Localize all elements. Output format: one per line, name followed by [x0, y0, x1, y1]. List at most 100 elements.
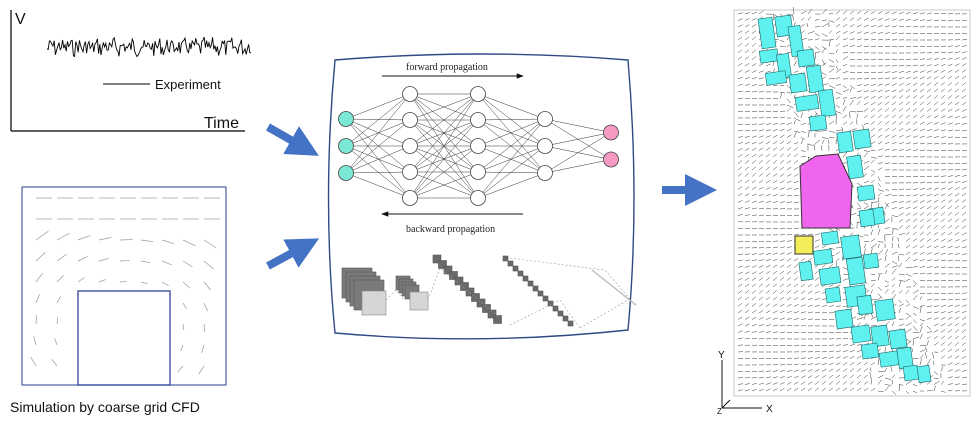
velocity-vector — [926, 336, 931, 340]
velocity-vector — [912, 231, 917, 236]
velocity-vector — [828, 387, 833, 392]
velocity-vector — [947, 383, 953, 385]
velocity-vector — [905, 206, 911, 210]
velocity-vector — [856, 31, 862, 34]
velocity-vector — [856, 381, 862, 385]
velocity-vector — [828, 356, 834, 359]
velocity-vector — [765, 123, 771, 125]
velocity-vector — [793, 318, 799, 320]
velocity-vector — [884, 155, 890, 158]
velocity-vector — [926, 70, 932, 73]
velocity-vector — [751, 123, 758, 125]
velocity-vector — [891, 195, 897, 197]
velocity-vector — [779, 270, 785, 275]
cfd-vector — [203, 302, 208, 312]
building-footprint — [817, 88, 837, 118]
velocity-vector — [786, 369, 792, 372]
velocity-vector — [912, 390, 918, 394]
hidden-neuron — [402, 112, 418, 128]
velocity-vector — [947, 310, 953, 314]
building-footprint — [812, 248, 834, 266]
velocity-vector — [835, 113, 838, 119]
velocity-vector — [926, 128, 932, 132]
cnn-connector — [385, 289, 405, 301]
velocity-vector — [933, 360, 935, 366]
velocity-vector — [835, 228, 840, 231]
velocity-vector — [884, 280, 889, 283]
velocity-vector — [737, 383, 743, 385]
cfd-vector — [140, 281, 148, 285]
cfd-vector — [201, 344, 205, 354]
velocity-vector — [877, 192, 882, 197]
velocity-vector — [877, 274, 881, 281]
velocity-vector — [786, 107, 791, 112]
velocity-vector — [772, 258, 778, 262]
velocity-vector — [912, 325, 918, 332]
velocity-vector — [786, 187, 792, 190]
velocity-vector — [751, 265, 757, 268]
velocity-vector — [877, 375, 884, 379]
cfd-vector — [56, 232, 70, 241]
velocity-vector — [793, 264, 799, 268]
velocity-vector — [800, 156, 806, 158]
velocity-vector — [933, 187, 939, 190]
velocity-vector — [905, 11, 911, 15]
velocity-vector — [912, 212, 918, 216]
velocity-vector — [849, 349, 855, 353]
velocity-vector — [919, 245, 925, 249]
velocity-vector — [898, 194, 904, 197]
result-z-axis — [721, 399, 731, 409]
velocity-vector — [786, 13, 793, 16]
velocity-vector — [926, 331, 933, 333]
feature-map-3 — [487, 309, 497, 319]
velocity-vector — [779, 382, 785, 385]
velocity-vector — [891, 18, 897, 21]
velocity-vector — [905, 322, 912, 327]
velocity-vector — [751, 63, 757, 67]
velocity-vector — [947, 13, 954, 15]
velocity-vector — [919, 101, 924, 106]
velocity-vector — [793, 187, 799, 190]
velocity-vector — [744, 135, 750, 138]
velocity-vector — [828, 305, 834, 307]
cfd-panel: Simulation by coarse grid CFD — [10, 186, 227, 415]
velocity-vector — [821, 368, 827, 372]
velocity-vector — [961, 355, 967, 359]
velocity-vector — [863, 108, 869, 112]
velocity-vector — [933, 136, 939, 138]
velocity-vector — [737, 344, 743, 346]
velocity-vector — [961, 130, 968, 132]
velocity-vector — [926, 311, 932, 314]
velocity-vector — [807, 357, 813, 359]
velocity-vector — [954, 260, 961, 262]
velocity-vector — [779, 173, 785, 177]
velocity-vector — [961, 123, 967, 125]
feature-map-4 — [532, 285, 539, 292]
velocity-vector — [856, 24, 862, 28]
velocity-vector — [940, 175, 946, 177]
velocity-vector — [849, 52, 856, 54]
velocity-vector — [947, 389, 953, 392]
velocity-vector — [863, 31, 869, 34]
velocity-vector — [905, 380, 912, 385]
velocity-vector — [933, 377, 939, 380]
velocity-vector — [744, 43, 749, 47]
velocity-vector — [737, 296, 742, 301]
velocity-vector — [877, 249, 884, 255]
velocity-vector — [751, 17, 757, 21]
velocity-vector — [737, 290, 743, 294]
velocity-vector — [842, 273, 849, 275]
velocity-vector — [898, 95, 904, 99]
cfd-vector — [98, 237, 112, 241]
velocity-vector — [940, 187, 946, 190]
velocity-vector — [856, 182, 863, 187]
velocity-vector — [772, 129, 778, 132]
velocity-vector — [842, 105, 847, 112]
network-edge — [345, 118, 411, 147]
velocity-vector — [737, 49, 742, 54]
velocity-vector — [912, 280, 917, 284]
cfd-vector — [35, 294, 40, 304]
velocity-vector — [765, 388, 771, 392]
velocity-vector — [954, 292, 961, 294]
velocity-vector — [870, 180, 875, 184]
